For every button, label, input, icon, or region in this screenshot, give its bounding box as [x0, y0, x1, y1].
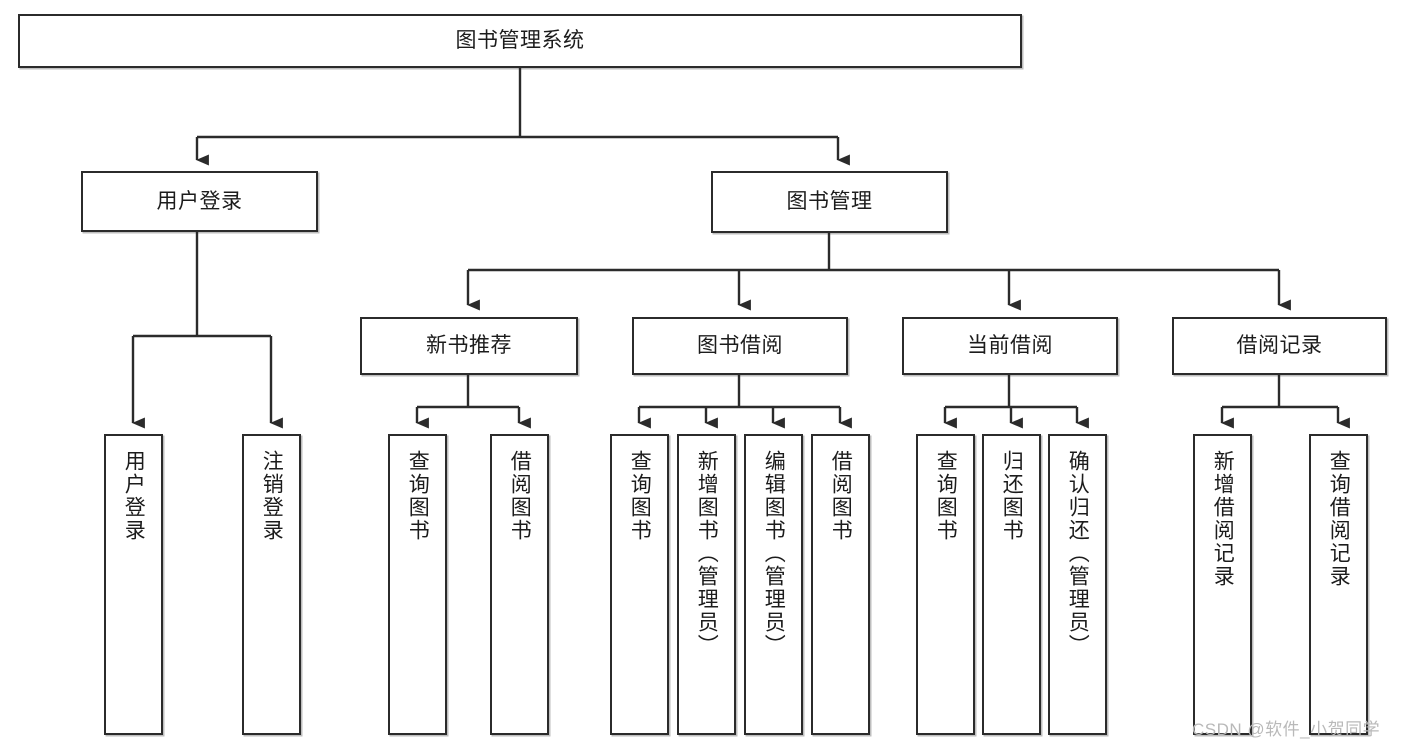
leaf-confirm-return-label: 确认归还（管理员）	[1066, 450, 1090, 657]
node-current-borrow-label: 当前借阅	[967, 334, 1053, 358]
leaf-query-book-2-label: 查询图书	[628, 450, 652, 542]
leaf-edit-book-label: 编辑图书（管理员）	[762, 450, 786, 657]
leaf-query-book-1[interactable]: 查询图书	[388, 434, 447, 735]
node-book-borrow-label: 图书借阅	[697, 334, 783, 358]
leaf-return-book[interactable]: 归还图书	[982, 434, 1041, 735]
leaf-borrow-book-1[interactable]: 借阅图书	[490, 434, 549, 735]
leaf-borrow-book-2-label: 借阅图书	[829, 450, 853, 542]
leaf-query-book-3[interactable]: 查询图书	[916, 434, 975, 735]
leaf-confirm-return[interactable]: 确认归还（管理员）	[1048, 434, 1107, 735]
leaf-user-login[interactable]: 用户登录	[104, 434, 163, 735]
leaf-query-book-2[interactable]: 查询图书	[610, 434, 669, 735]
node-book-management-label: 图书管理	[786, 190, 873, 214]
leaf-add-book[interactable]: 新增图书（管理员）	[677, 434, 736, 735]
leaf-borrow-book-1-label: 借阅图书	[508, 450, 532, 542]
leaf-add-record[interactable]: 新增借阅记录	[1193, 434, 1252, 735]
leaf-add-record-label: 新增借阅记录	[1211, 450, 1235, 588]
node-new-book-recommend[interactable]: 新书推荐	[360, 317, 578, 375]
leaf-edit-book[interactable]: 编辑图书（管理员）	[744, 434, 803, 735]
node-borrow-record-label: 借阅记录	[1236, 334, 1323, 358]
leaf-add-book-label: 新增图书（管理员）	[695, 450, 719, 657]
node-root-label: 图书管理系统	[455, 29, 585, 53]
node-book-management[interactable]: 图书管理	[711, 171, 948, 233]
leaf-query-book-3-label: 查询图书	[934, 450, 958, 542]
node-user-login-label: 用户登录	[156, 189, 243, 213]
csdn-watermark: CSDN @软件_小贺同学	[1192, 720, 1381, 739]
node-user-login[interactable]: 用户登录	[81, 171, 318, 232]
leaf-logout-login[interactable]: 注销登录	[242, 434, 301, 735]
node-book-borrow[interactable]: 图书借阅	[632, 317, 848, 375]
leaf-query-record-label: 查询借阅记录	[1327, 450, 1351, 588]
leaf-query-record[interactable]: 查询借阅记录	[1309, 434, 1368, 735]
leaf-query-book-1-label: 查询图书	[406, 450, 430, 542]
node-root[interactable]: 图书管理系统	[18, 14, 1022, 68]
leaf-borrow-book-2[interactable]: 借阅图书	[811, 434, 870, 735]
leaf-logout-login-label: 注销登录	[260, 450, 284, 542]
node-current-borrow[interactable]: 当前借阅	[902, 317, 1118, 375]
leaf-return-book-label: 归还图书	[1000, 450, 1024, 542]
leaf-user-login-label: 用户登录	[122, 450, 146, 542]
node-borrow-record[interactable]: 借阅记录	[1172, 317, 1387, 375]
node-new-book-recommend-label: 新书推荐	[426, 334, 512, 358]
